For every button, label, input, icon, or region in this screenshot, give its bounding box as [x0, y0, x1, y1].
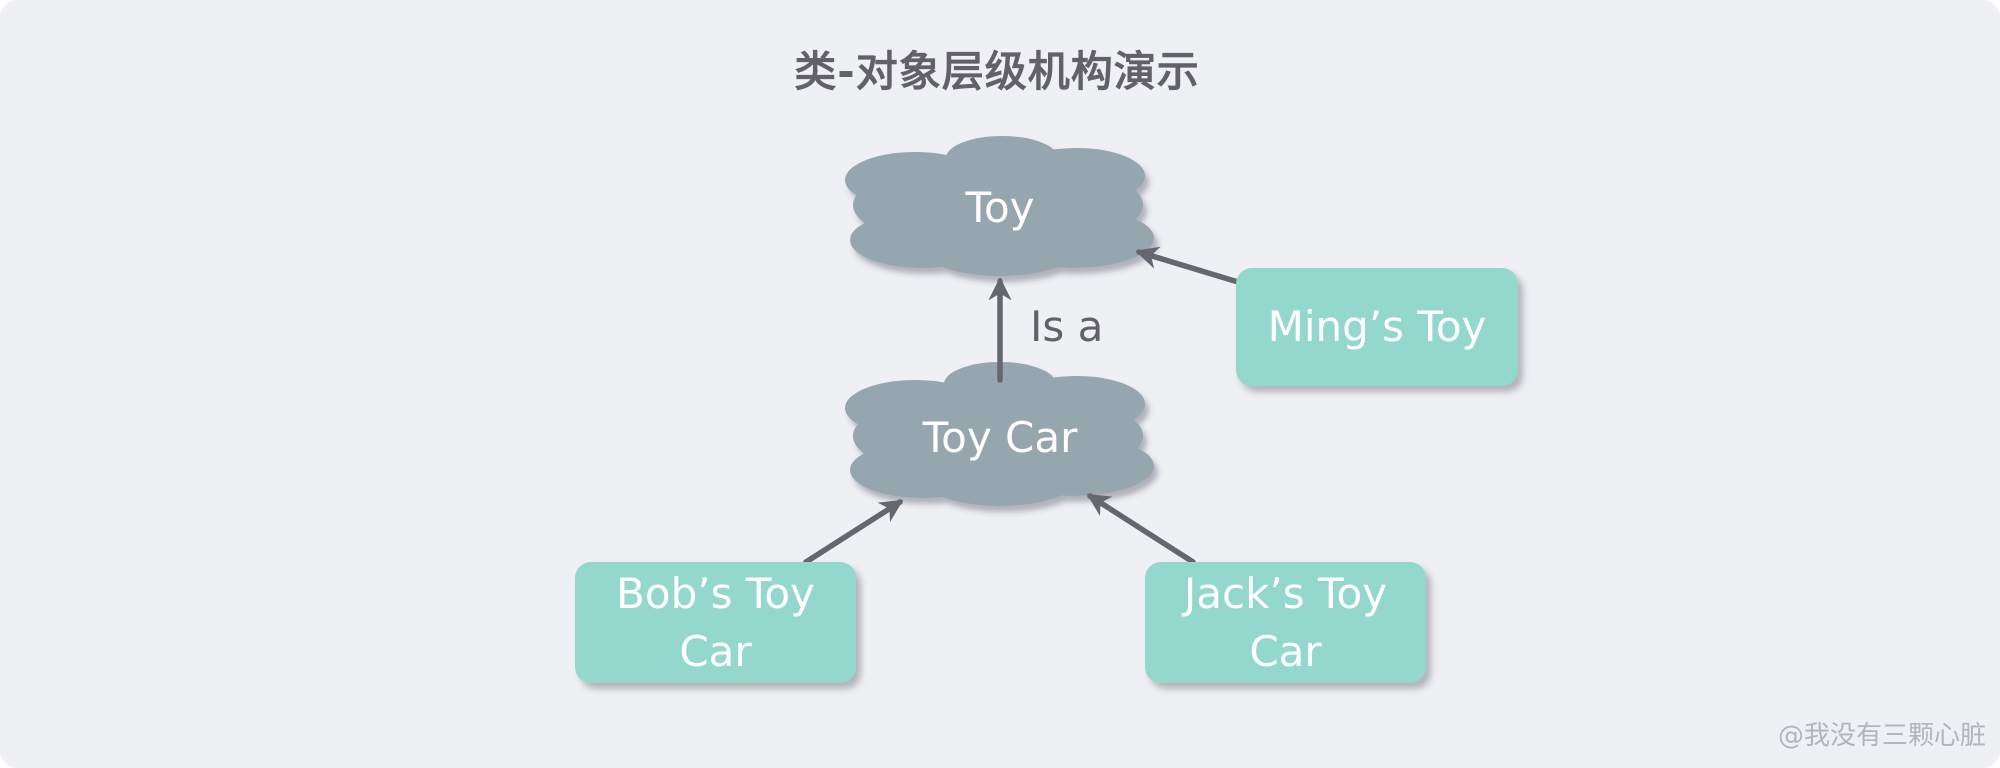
mings-toy-node: Ming’s Toy	[1236, 268, 1518, 386]
bobs-toy-car-label-line2: Car	[679, 626, 752, 676]
is-a-edge-label: Is a	[1030, 302, 1104, 351]
mings-toy-label: Ming’s Toy	[1267, 302, 1487, 351]
arrow-jacks-toy-car-to-toy-car	[1086, 493, 1196, 565]
bobs-toy-car-label-line1: Bob’s Toy	[616, 568, 815, 618]
arrow-bobs-toy-car-to-toy-car	[803, 499, 904, 565]
watermark: @我没有三颗心脏	[1777, 721, 1986, 751]
jacks-toy-car-node: Jack’s Toy Car	[1145, 562, 1426, 683]
diagram-title: 类-对象层级机构演示	[794, 47, 1200, 96]
toy-label: Toy	[965, 183, 1035, 232]
toy-car-cloud-node	[845, 362, 1154, 506]
jacks-toy-car-label-line1: Jack’s Toy	[1183, 568, 1388, 618]
jacks-toy-car-label-line2: Car	[1249, 626, 1322, 676]
arrow-mings-toy-to-toy	[1135, 246, 1241, 285]
bobs-toy-car-node: Bob’s Toy Car	[575, 562, 856, 683]
toy-car-label: Toy Car	[922, 413, 1078, 462]
toy-cloud-node	[845, 136, 1154, 276]
